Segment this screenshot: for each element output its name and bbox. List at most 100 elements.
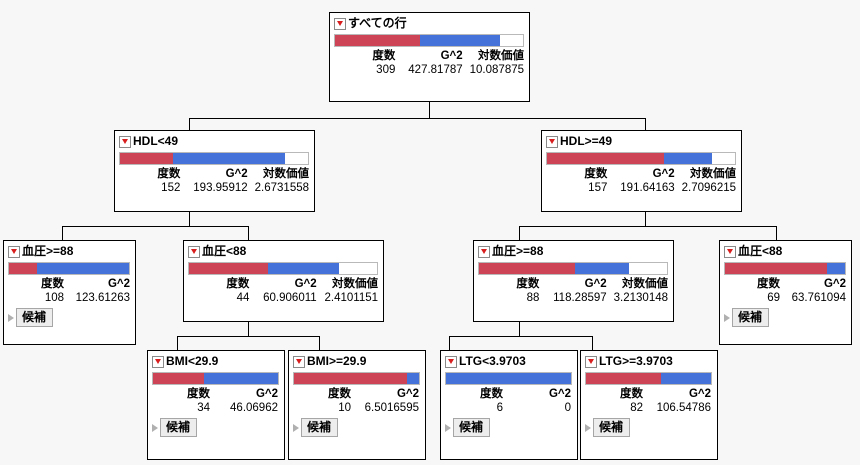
caret-down-icon[interactable] — [188, 245, 200, 258]
node-stats: 度数 G^2 10 6.5016595 — [293, 387, 420, 415]
node-header: LTG>=3.9703 — [585, 354, 712, 369]
stat-value-logworth: 2.4101151 — [324, 292, 379, 304]
caret-down-icon[interactable] — [119, 135, 131, 148]
tree-node-bmi-ge-29-9[interactable]: BMI>=29.9 度数 G^2 10 6.5016595 候補 — [288, 350, 426, 460]
split-bar — [724, 262, 846, 275]
candidate-button[interactable]: 候補 — [16, 308, 54, 327]
candidate-button[interactable]: 候補 — [160, 418, 198, 437]
disclosure-triangle-icon[interactable] — [445, 423, 451, 432]
edge-to-ltg-lt-3-9703 — [449, 336, 450, 350]
disclosure-triangle-icon[interactable] — [8, 313, 14, 322]
caret-down-icon[interactable] — [334, 17, 346, 30]
stat-value-logworth: 2.7096215 — [681, 182, 737, 194]
candidate-button[interactable]: 候補 — [732, 308, 770, 327]
disclosure-triangle-icon[interactable] — [152, 423, 158, 432]
node-header: BMI>=29.9 — [293, 354, 420, 369]
node-stats: 度数 G^2 34 46.06962 — [152, 387, 279, 415]
node-header: すべての行 — [334, 16, 524, 31]
caret-down-icon[interactable] — [293, 355, 305, 368]
stat-value-count: 82 — [630, 402, 643, 414]
bar-segment-blue — [827, 263, 845, 274]
caret-down-icon[interactable] — [724, 245, 736, 258]
node-stats: 度数 G^2 対数価値 88 118.28597 3.2130148 — [478, 277, 668, 305]
candidate-row: 候補 — [293, 418, 420, 437]
edge-level4-right-bus — [449, 336, 592, 337]
stat-value-logworth: 2.6731558 — [254, 182, 310, 194]
caret-down-icon[interactable] — [478, 245, 490, 258]
node-title: HDL>=49 — [560, 134, 613, 148]
edge-to-bmi-ge-29-9 — [319, 336, 320, 350]
bar-segment-blue — [661, 373, 711, 384]
stat-label-g2: G^2 — [688, 388, 711, 400]
edge-to-bmi-lt-29-9 — [177, 336, 178, 350]
node-stats: 度数 G^2 対数価値 309 427.81787 10.087875 — [334, 49, 524, 77]
stat-label-count: 度数 — [757, 278, 780, 290]
disclosure-triangle-icon[interactable] — [585, 423, 591, 432]
tree-node-bmi-lt-29-9[interactable]: BMI<29.9 度数 G^2 34 46.06962 候補 — [147, 350, 285, 460]
edge-to-hdl-ge-49 — [645, 118, 646, 130]
tree-node-bp-lt-88-right[interactable]: 血圧<88 度数 G^2 69 63.761094 候補 — [719, 240, 852, 345]
bar-segment-blue — [663, 153, 713, 164]
tree-node-root[interactable]: すべての行 度数 G^2 対数価値 309 427.81787 10.08787… — [329, 12, 530, 102]
stat-label-g2: G^2 — [584, 278, 607, 290]
caret-down-icon[interactable] — [546, 135, 558, 148]
edge-level3-left-bus — [62, 226, 248, 227]
candidate-row: 候補 — [445, 418, 572, 437]
stat-value-count: 34 — [197, 402, 210, 414]
bar-segment-blue — [406, 373, 419, 384]
edge-root-stem — [429, 102, 430, 118]
node-stats: 度数 G^2 69 63.761094 — [724, 277, 846, 305]
caret-down-icon[interactable] — [8, 245, 20, 258]
edge-level4-left-bus — [177, 336, 319, 337]
tree-node-bp-lt-88-left[interactable]: 血圧<88 度数 G^2 対数価値 44 60.906011 2.4101151 — [183, 240, 384, 322]
node-title: LTG<3.9703 — [459, 354, 526, 368]
stat-value-g2: 193.95912 — [193, 182, 248, 194]
split-bar — [334, 34, 524, 47]
stat-value-count: 10 — [338, 402, 351, 414]
candidate-button[interactable]: 候補 — [453, 418, 491, 437]
stat-value-count: 88 — [526, 292, 540, 304]
tree-node-hdl-ge-49[interactable]: HDL>=49 度数 G^2 対数価値 157 191.64163 2.7096… — [541, 130, 742, 212]
stat-label-count: 度数 — [584, 168, 608, 180]
edge-to-bp-ge-88-right — [519, 226, 520, 240]
candidate-button[interactable]: 候補 — [301, 418, 339, 437]
node-header: 血圧>=88 — [8, 244, 130, 259]
bar-segment-blue — [574, 263, 630, 274]
caret-down-icon[interactable] — [445, 355, 457, 368]
tree-node-bp-ge-88-right[interactable]: 血圧>=88 度数 G^2 対数価値 88 118.28597 3.213014… — [473, 240, 674, 322]
caret-down-icon[interactable] — [152, 355, 164, 368]
candidate-row: 候補 — [152, 418, 279, 437]
bar-segment-red — [294, 373, 407, 384]
caret-down-icon[interactable] — [585, 355, 597, 368]
bar-segment-red — [335, 35, 420, 46]
tree-node-bp-ge-88-left[interactable]: 血圧>=88 度数 G^2 108 123.61263 候補 — [3, 240, 136, 345]
node-header: LTG<3.9703 — [445, 354, 572, 369]
bar-segment-blue — [267, 263, 340, 274]
tree-node-hdl-lt-49[interactable]: HDL<49 度数 G^2 対数価値 152 193.95912 2.67315… — [114, 130, 315, 212]
stat-value-g2: 6.5016595 — [364, 402, 419, 414]
candidate-button[interactable]: 候補 — [593, 418, 631, 437]
node-header: HDL>=49 — [546, 134, 736, 149]
bar-segment-red — [153, 373, 205, 384]
stat-label-g2: G^2 — [440, 50, 463, 62]
edge-to-bp-lt-88-left — [248, 226, 249, 240]
disclosure-triangle-icon[interactable] — [724, 313, 730, 322]
stat-label-count: 度数 — [480, 388, 503, 400]
split-bar — [188, 262, 378, 275]
stat-label-logworth: 対数価値 — [690, 168, 737, 180]
edge-hdl-lt-49-stem — [189, 212, 190, 226]
stat-value-g2: 191.64163 — [620, 182, 675, 194]
stat-label-count: 度数 — [372, 50, 396, 62]
node-stats: 度数 G^2 82 106.54786 — [585, 387, 712, 415]
stat-label-count: 度数 — [157, 168, 181, 180]
edge-bp-ge-88-right-stem — [519, 322, 520, 336]
node-title: LTG>=3.9703 — [599, 354, 673, 368]
node-title: 血圧<88 — [738, 244, 783, 258]
tree-node-ltg-lt-3-9703[interactable]: LTG<3.9703 度数 G^2 6 0 候補 — [440, 350, 578, 460]
candidate-row: 候補 — [8, 308, 130, 327]
stat-value-g2: 46.06962 — [230, 402, 278, 414]
disclosure-triangle-icon[interactable] — [293, 423, 299, 432]
node-title: BMI<29.9 — [166, 354, 219, 368]
tree-node-ltg-ge-3-9703[interactable]: LTG>=3.9703 度数 G^2 82 106.54786 候補 — [580, 350, 718, 460]
